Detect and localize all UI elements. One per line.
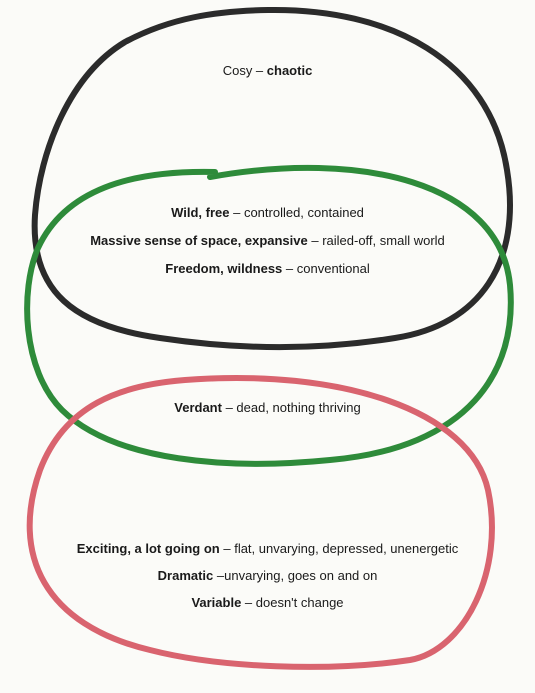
label-wild-free: Wild, free – controlled, contained	[171, 205, 364, 220]
label-verdant: Verdant – dead, nothing thriving	[174, 400, 361, 415]
black-loop	[31, 6, 513, 350]
green-loop	[24, 164, 514, 467]
label-dramatic: Dramatic –unvarying, goes on and on	[157, 568, 378, 583]
label-cosy-chaotic: Cosy – chaotic	[222, 63, 313, 78]
label-exciting: Exciting, a lot going on – flat, unvaryi…	[76, 541, 459, 556]
label-freedom-wildness: Freedom, wildness – conventional	[165, 261, 370, 276]
red-loop	[26, 375, 495, 670]
label-massive-space: Massive sense of space, expansive – rail…	[90, 233, 445, 248]
label-variable: Variable – doesn't change	[191, 595, 344, 610]
